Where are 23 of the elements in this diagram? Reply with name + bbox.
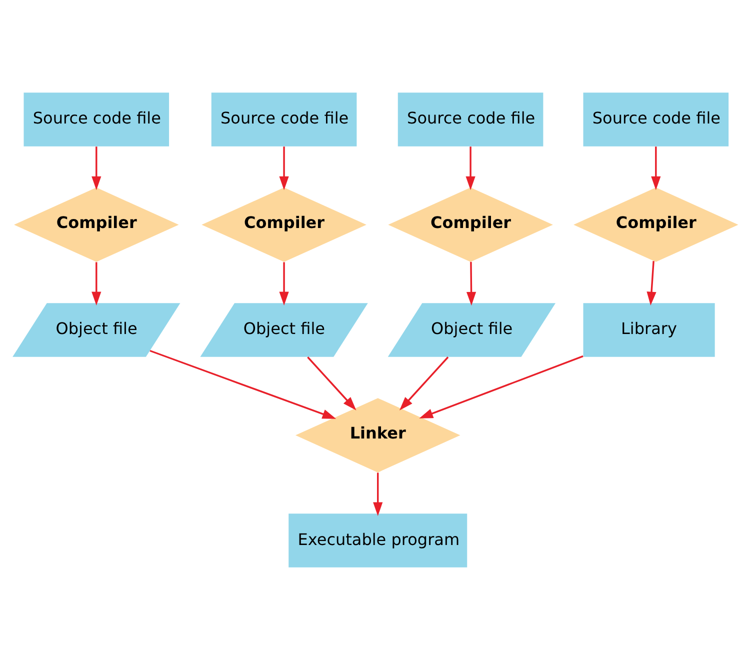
arrow (92, 262, 102, 306)
node-diamond: Compiler (388, 188, 553, 262)
arrow (279, 262, 289, 306)
arrow (646, 260, 656, 306)
node-box: Library (583, 303, 715, 357)
node-diamond: Compiler (14, 188, 179, 262)
node-diamond: Compiler (574, 188, 738, 262)
arrow (651, 146, 661, 190)
node-diamond: Compiler (202, 188, 366, 262)
arrow (307, 356, 356, 410)
node-box: Source code file (211, 92, 357, 146)
node-box: Source code file (398, 92, 544, 146)
node-box: Source code file (583, 92, 729, 146)
node-box: Source code file (24, 92, 170, 146)
arrow (466, 146, 476, 190)
arrow (279, 146, 289, 190)
node-box: Executable program (288, 514, 468, 568)
arrow (150, 350, 336, 419)
arrow (466, 262, 476, 306)
arrow (92, 146, 102, 190)
arrow (399, 356, 449, 410)
arrow (419, 355, 584, 418)
arrow (373, 472, 383, 516)
